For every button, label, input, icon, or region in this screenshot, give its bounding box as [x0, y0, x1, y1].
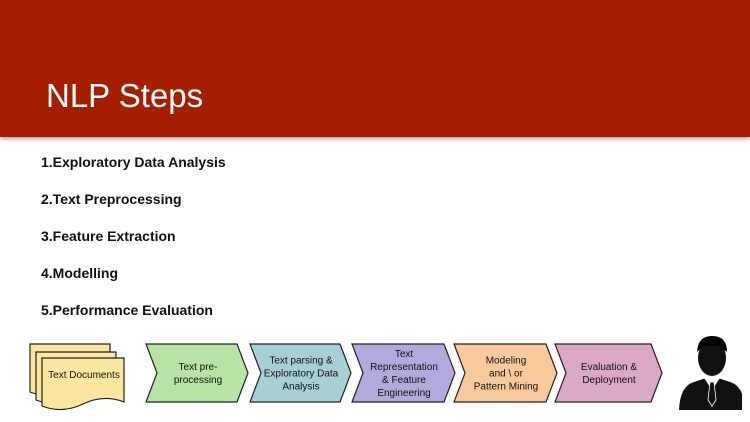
- step-item: 4.Modelling: [41, 265, 118, 281]
- stage-label-line: Representation: [370, 362, 438, 373]
- person-head: [698, 340, 726, 376]
- step-item: 3.Feature Extraction: [41, 228, 176, 244]
- stage-label-line: & Feature: [382, 375, 426, 386]
- stage-label-line: Engineering: [377, 388, 430, 399]
- person-tie: [707, 381, 717, 407]
- pipeline-diagram: Text Documents Text pre-processing Text …: [18, 320, 742, 422]
- stage-label-line: Modeling: [486, 356, 527, 367]
- chevron-shape: [453, 343, 558, 403]
- stage-label: Text pre-processing: [174, 362, 222, 386]
- stage-label-line: Text pre-: [179, 362, 218, 373]
- stage-label-line: Deployment: [582, 375, 636, 386]
- steps-list: 1.Exploratory Data Analysis 2.Text Prepr…: [41, 151, 226, 336]
- stage-text-preprocessing: Text pre-processing: [145, 343, 249, 403]
- step-item: 5.Performance Evaluation: [41, 302, 213, 318]
- step-item: 1.Exploratory Data Analysis: [41, 154, 226, 170]
- page-title: NLP Steps: [46, 77, 204, 114]
- stage-label: Modeling and \ or Pattern Mining: [474, 356, 538, 393]
- chevron-shape: [351, 343, 456, 403]
- person-hair: [697, 336, 727, 352]
- pipeline-svg: Text Documents Text pre-processing Text …: [29, 336, 742, 411]
- stage-label-line: and \ or: [489, 369, 524, 380]
- chevron-shape: [249, 343, 352, 403]
- stage-label-line: processing: [174, 375, 222, 386]
- stage-label-line: Pattern Mining: [474, 382, 538, 393]
- stage-evaluation-deployment: Evaluation & Deployment: [554, 343, 663, 403]
- stage-label-line: Text: [395, 349, 414, 360]
- stage-label: Evaluation & Deployment: [581, 362, 637, 386]
- stage-modeling: Modeling and \ or Pattern Mining: [453, 343, 558, 403]
- chevron-shape: [145, 343, 249, 403]
- stage-label-line: Exploratory Data: [264, 369, 339, 380]
- document-stack-icon: Text Documents: [29, 343, 125, 411]
- chevron-shape: [554, 343, 663, 403]
- step-item: 2.Text Preprocessing: [41, 191, 182, 207]
- person-icon: [679, 336, 742, 410]
- text-documents-label: Text Documents: [48, 370, 120, 381]
- title-bar: NLP Steps: [0, 0, 750, 137]
- stage-label-line: Analysis: [282, 382, 319, 393]
- document-front: [41, 357, 125, 411]
- stage-label-line: Text parsing &: [269, 356, 333, 367]
- stage-label-line: Evaluation &: [581, 362, 637, 373]
